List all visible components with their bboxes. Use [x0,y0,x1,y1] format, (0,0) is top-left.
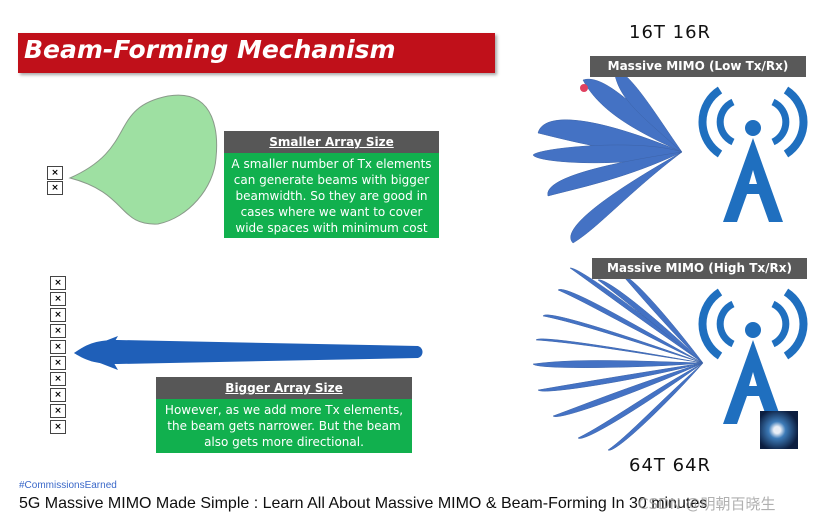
text-line: wide spaces with minimum cost [224,220,439,236]
array-element: × [47,166,63,180]
low-antenna-label: 16T 16R [629,22,711,43]
text-line: also gets more directional. [156,434,412,450]
big-array-heading: Bigger Array Size [156,377,412,399]
text-line: cases where we want to cover [224,204,439,220]
array-element: × [47,181,63,195]
high-antenna-top [745,322,761,338]
high-mimo-label: Massive MIMO (High Tx/Rx) [592,258,807,279]
array-element: × [50,372,66,386]
small-array-text: A smaller number of Tx elements can gene… [224,153,439,238]
video-title: 5G Massive MIMO Made Simple : Learn All … [19,495,707,513]
array-element: × [50,308,66,322]
array-element: × [50,420,66,434]
low-antenna-tower [723,138,783,222]
text-line: However, as we add more Tx elements, [156,402,412,418]
array-element: × [50,404,66,418]
array-element: × [50,388,66,402]
small-array-heading: Smaller Array Size [224,131,439,153]
high-mimo-beams [533,268,703,450]
cursor-dot [580,84,588,92]
array-element: × [50,324,66,338]
text-line: beamwidth. So they are good in [224,188,439,204]
hashtag-link[interactable]: #CommissionsEarned [19,480,117,491]
wide-beam [70,95,217,224]
text-line: the beam gets narrower. But the beam [156,418,412,434]
text-line: can generate beams with bigger [224,172,439,188]
channel-logo-icon[interactable] [760,411,798,449]
array-element: × [50,292,66,306]
watermark: CSDN @明朝百晓生 [638,493,776,514]
array-element: × [50,276,66,290]
big-array-text: However, as we add more Tx elements, the… [156,399,412,453]
low-antenna-top [745,120,761,136]
low-mimo-label: Massive MIMO (Low Tx/Rx) [590,56,806,77]
low-mimo-beams [533,70,682,243]
slide-graphics [18,18,808,460]
high-antenna-label: 64T 64R [629,455,711,476]
text-line: A smaller number of Tx elements [224,156,439,172]
array-element: × [50,340,66,354]
array-element: × [50,356,66,370]
slide: Beam-Forming Mechanism [18,18,808,460]
narrow-beam [74,340,423,364]
